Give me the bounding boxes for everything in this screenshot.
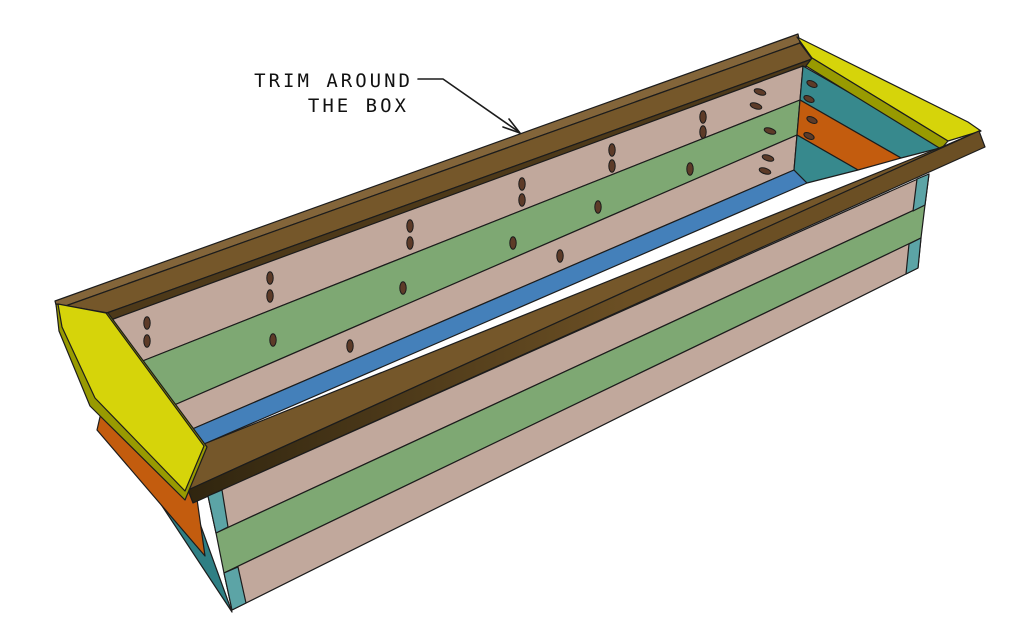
right-end-bottom-teal-board bbox=[793, 134, 859, 184]
pocket-hole bbox=[346, 339, 354, 353]
pocket-hole bbox=[806, 80, 818, 88]
pocket-hole bbox=[266, 271, 274, 285]
callout-label-line2: THE BOX bbox=[308, 95, 409, 117]
pocket-hole bbox=[269, 333, 277, 347]
pocket-hole bbox=[594, 200, 602, 214]
pocket-hole bbox=[749, 102, 763, 110]
pocket-hole bbox=[518, 193, 526, 207]
callout-leader bbox=[417, 78, 521, 134]
pocket-hole bbox=[406, 219, 414, 233]
pocket-hole bbox=[686, 162, 694, 176]
pocket-hole bbox=[753, 88, 767, 96]
right-end-trim-top-face-yellow bbox=[796, 36, 982, 142]
pocket-hole bbox=[518, 177, 526, 191]
pocket-hole bbox=[556, 249, 564, 263]
pocket-hole bbox=[758, 167, 772, 175]
pocket-hole bbox=[761, 154, 775, 162]
pocket-hole bbox=[699, 110, 707, 124]
pocket-hole bbox=[763, 127, 777, 135]
left-end-trim-top-face-yellow bbox=[57, 303, 205, 492]
front-left-top-corner-strip bbox=[207, 489, 229, 534]
pocket-hole bbox=[143, 316, 151, 330]
pocket-hole bbox=[806, 116, 818, 124]
front-left-bottom-corner-strip bbox=[223, 566, 247, 611]
callout-label: TRIM AROUND THE BOX bbox=[254, 70, 413, 117]
pocket-hole bbox=[803, 95, 815, 103]
callout-label-line1: TRIM AROUND bbox=[254, 70, 413, 92]
pocket-hole bbox=[509, 236, 517, 250]
leader-line bbox=[417, 78, 520, 133]
front-right-top-corner-strip bbox=[912, 173, 930, 212]
pocket-hole bbox=[399, 281, 407, 295]
pocket-hole-group bbox=[143, 80, 818, 353]
pocket-hole bbox=[803, 132, 815, 140]
front-trim-outer-face bbox=[187, 130, 986, 504]
pocket-hole bbox=[608, 143, 616, 157]
leader-arrowhead-icon bbox=[502, 118, 521, 134]
pocket-hole bbox=[699, 125, 707, 139]
box-geometry bbox=[54, 33, 986, 613]
pocket-hole bbox=[143, 334, 151, 348]
pocket-hole bbox=[406, 236, 414, 250]
front-right-bottom-corner-strip bbox=[905, 237, 922, 275]
pocket-hole bbox=[266, 289, 274, 303]
pocket-hole bbox=[608, 159, 616, 173]
